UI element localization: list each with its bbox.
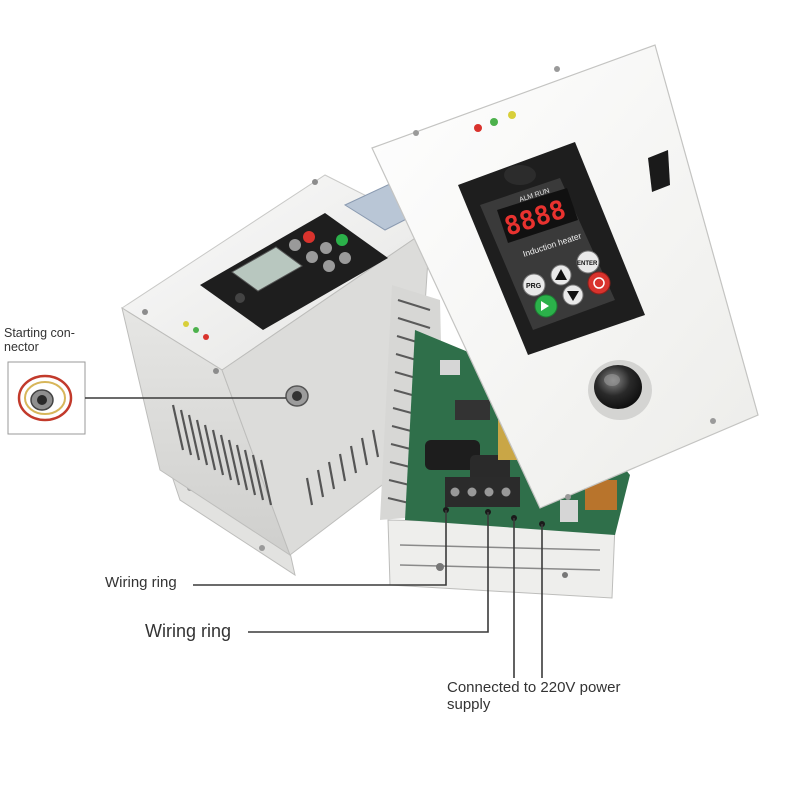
starting-connector-label: Starting con- nector: [4, 326, 75, 354]
starting-connector: [285, 385, 309, 407]
leader-lines: [85, 397, 543, 678]
enter-key[interactable]: ENTER: [576, 250, 600, 274]
stop-key[interactable]: [587, 271, 611, 295]
prg-key[interactable]: PRG: [522, 273, 546, 297]
left-cabinet-vents: [171, 404, 273, 506]
svg-text:ENTER: ENTER: [577, 261, 598, 267]
terminal-block: [445, 477, 520, 507]
green-led: [490, 118, 498, 126]
run-key[interactable]: [534, 294, 558, 318]
down-key[interactable]: [562, 284, 584, 306]
wiring-ring-label-1: Wiring ring: [105, 574, 177, 591]
front-door-panel: ALM RUN 8888 Induction heater PRG ENTER: [371, 44, 759, 509]
yellow-led: [508, 111, 516, 119]
up-key[interactable]: [550, 264, 572, 286]
starting-connector-inset: [7, 361, 86, 435]
wiring-ring-label-2: Wiring ring: [145, 621, 232, 641]
leader-wiring-ring-2: [248, 512, 489, 633]
adjust-knob[interactable]: [588, 360, 652, 420]
power-supply-label: Connected to 220V power supply: [447, 679, 621, 713]
led-display: [497, 188, 578, 243]
red-led: [474, 124, 482, 132]
leader-wiring-ring-1: [193, 510, 447, 586]
left-lcd-display: [231, 246, 303, 292]
svg-text:PRG: PRG: [526, 283, 542, 290]
